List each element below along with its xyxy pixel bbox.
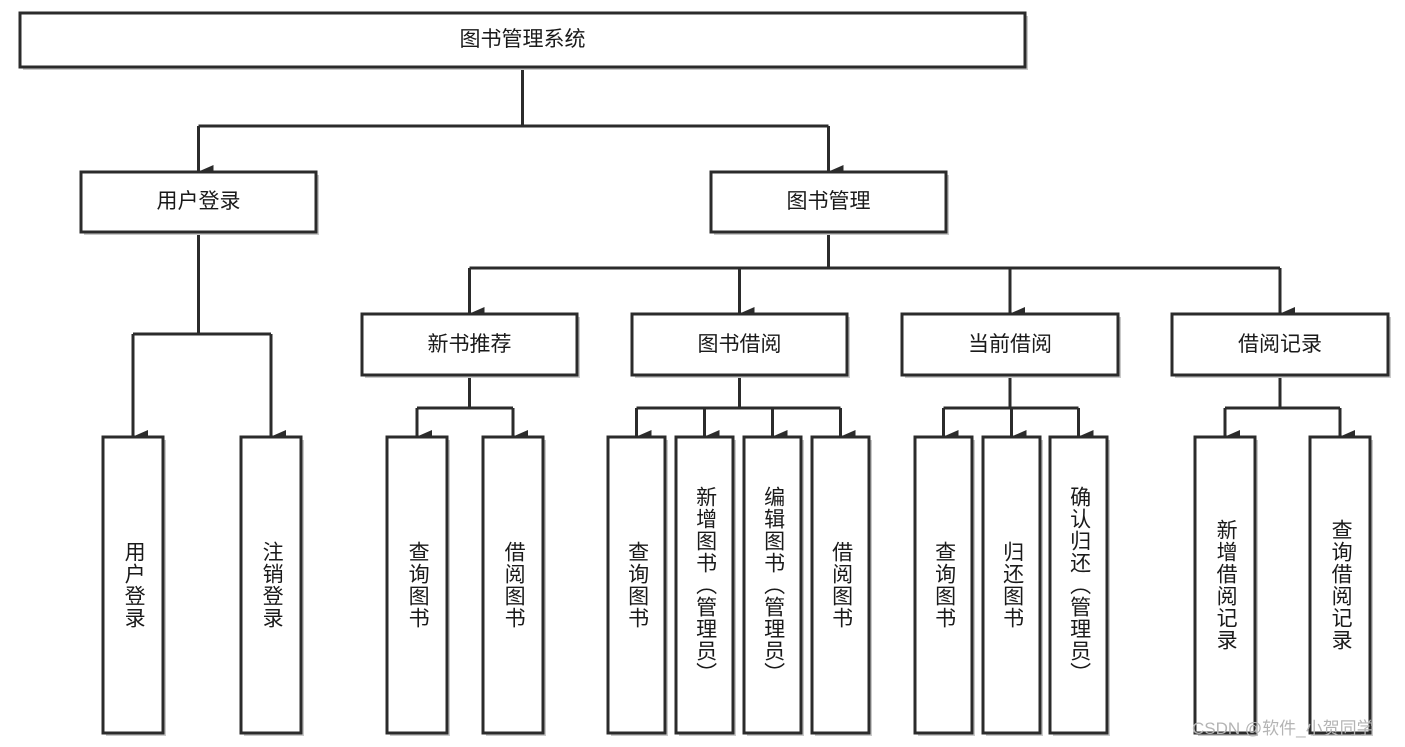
connectors-layer — [131, 67, 1355, 444]
node-box-current-borrow[interactable] — [900, 312, 1120, 377]
node-box-leaf-user-login[interactable] — [101, 435, 165, 735]
node-box-leaf-add-book[interactable] — [674, 435, 735, 735]
node-box-leaf-add-record[interactable] — [1193, 435, 1257, 735]
node-box-leaf-borrow-book-2[interactable] — [810, 435, 871, 735]
node-box-leaf-return-book[interactable] — [981, 435, 1042, 735]
node-box-leaf-edit-book[interactable] — [742, 435, 803, 735]
node-box-leaf-logout[interactable] — [239, 435, 303, 735]
node-box-user-login[interactable] — [79, 170, 318, 234]
node-box-leaf-confirm-return[interactable] — [1048, 435, 1109, 735]
watermark-text: CSDN @软件_小贺同学 — [1192, 719, 1374, 738]
node-box-leaf-query-record[interactable] — [1308, 435, 1372, 735]
node-box-leaf-query-book-2[interactable] — [606, 435, 667, 735]
node-box-book-manage[interactable] — [709, 170, 948, 234]
node-box-leaf-query-book-3[interactable] — [913, 435, 974, 735]
node-box-book-borrow[interactable] — [630, 312, 849, 377]
node-box-leaf-borrow-book-1[interactable] — [481, 435, 545, 735]
boxes-layer — [18, 11, 1391, 736]
node-box-leaf-query-book-1[interactable] — [385, 435, 449, 735]
node-box-root[interactable] — [18, 11, 1027, 69]
node-box-new-book-recommend[interactable] — [360, 312, 579, 377]
node-box-borrow-record[interactable] — [1170, 312, 1390, 377]
